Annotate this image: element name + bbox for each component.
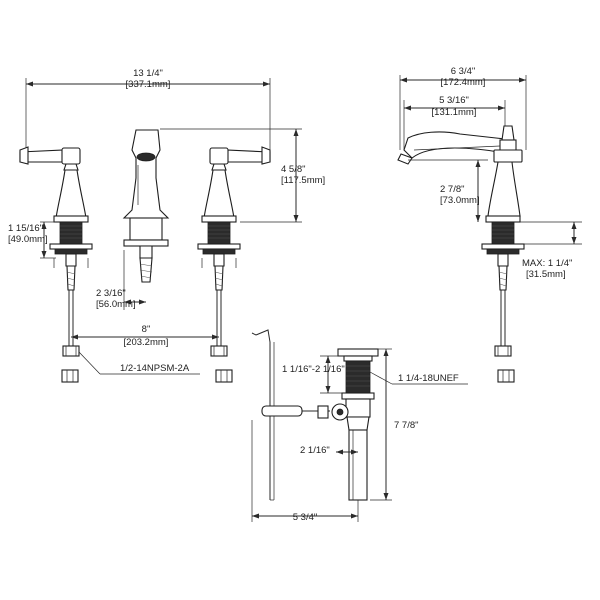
spout-shank-offset-dimension: 2 3/16" [56.0mm]	[96, 250, 146, 310]
lift-rod-length-label: 5 3/4"	[293, 512, 318, 523]
drain-thread-label: 1 1/4-18UNEF	[398, 373, 459, 384]
spout-reach-dimension: 5 3/16" [131.1mm]	[403, 95, 506, 150]
spout-height-label: 4 5/8"	[281, 164, 306, 175]
drain-length-label: 7 7/8"	[394, 420, 419, 431]
lift-rod	[251, 329, 330, 501]
side-depth-label: 6 3/4"	[451, 66, 476, 77]
drain-tailpiece-offset-label: 2 1/16"	[300, 445, 330, 456]
center-spacing-label: 8"	[142, 324, 151, 335]
drain-flange-range-label: 1 1/16"-2 1/16"	[282, 364, 345, 375]
drain-view: 1 1/16"-2 1/16" 1 1/4-18UNEF 7 7/8" 2 1/…	[251, 329, 468, 523]
spout-outlet-height-dimension: 2 7/8" [73.0mm]	[408, 159, 488, 222]
drain-tailpiece-offset-dimension: 2 1/16"	[300, 445, 358, 456]
handle-base-height-label: 1 15/16"	[8, 223, 43, 234]
supply-thread-callout: 1/2-14NPSM-2A	[78, 351, 200, 375]
spout-reach-mm-label: [131.1mm]	[432, 107, 477, 118]
drain-flange-range-dimension: 1 1/16"-2 1/16"	[282, 355, 346, 394]
drain-tailpiece	[348, 429, 368, 501]
front-view: 13 1/4" [337.1mm]	[8, 68, 325, 383]
max-deck-mm-label: [31.5mm]	[526, 269, 566, 280]
handle-base-height-mm-label: [49.0mm]	[8, 234, 48, 245]
side-handle-lever	[501, 125, 515, 141]
right-valve-threads	[207, 221, 231, 245]
overall-width-dimension: 13 1/4" [337.1mm]	[25, 68, 271, 155]
left-handle	[19, 146, 93, 383]
left-valve-threads	[59, 221, 83, 245]
overall-width-label: 13 1/4"	[133, 68, 163, 79]
spout-outlet-height-label: 2 7/8"	[440, 184, 465, 195]
right-handle	[197, 146, 271, 383]
lift-rod-length-dimension: 5 3/4"	[251, 420, 359, 523]
center-spacing-mm-label: [203.2mm]	[124, 337, 169, 348]
side-spout-body	[397, 125, 525, 383]
side-supply-nut	[497, 369, 515, 383]
left-supply-nut	[61, 369, 79, 383]
pivot-rod	[261, 405, 303, 417]
spout-height-dimension: 4 5/8" [117.5mm]	[160, 128, 325, 223]
drain-flange	[337, 348, 379, 357]
max-deck-label: MAX: 1 1/4"	[522, 258, 572, 269]
center-spacing-dimension: 8" [203.2mm]	[71, 324, 219, 348]
handle-base-height-dimension: 1 15/16" [49.0mm]	[8, 221, 56, 259]
drain-thread-callout: 1 1/4-18UNEF	[369, 371, 468, 385]
max-deck-dimension: MAX: 1 1/4" [31.5mm]	[520, 221, 582, 280]
center-spout	[122, 129, 170, 283]
right-supply-nut	[215, 369, 233, 383]
spout-height-mm-label: [117.5mm]	[281, 175, 325, 186]
side-view: 6 3/4" [172.4mm] 5 3/16" [131.1mm]	[397, 66, 582, 383]
drain-length-dimension: 7 7/8"	[370, 348, 419, 501]
side-depth-mm-label: [172.4mm]	[441, 77, 486, 88]
supply-thread-label: 1/2-14NPSM-2A	[120, 363, 190, 374]
spout-shank-offset-label: 2 3/16"	[96, 288, 126, 299]
spout-reach-label: 5 3/16"	[439, 95, 469, 106]
spout-outlet-height-mm-label: [73.0mm]	[440, 195, 480, 206]
spout-shank-offset-mm-label: [56.0mm]	[96, 299, 136, 310]
side-depth-dimension: 6 3/4" [172.4mm]	[399, 66, 527, 150]
overall-width-mm-label: [337.1mm]	[126, 79, 171, 90]
drain-body	[331, 348, 379, 501]
